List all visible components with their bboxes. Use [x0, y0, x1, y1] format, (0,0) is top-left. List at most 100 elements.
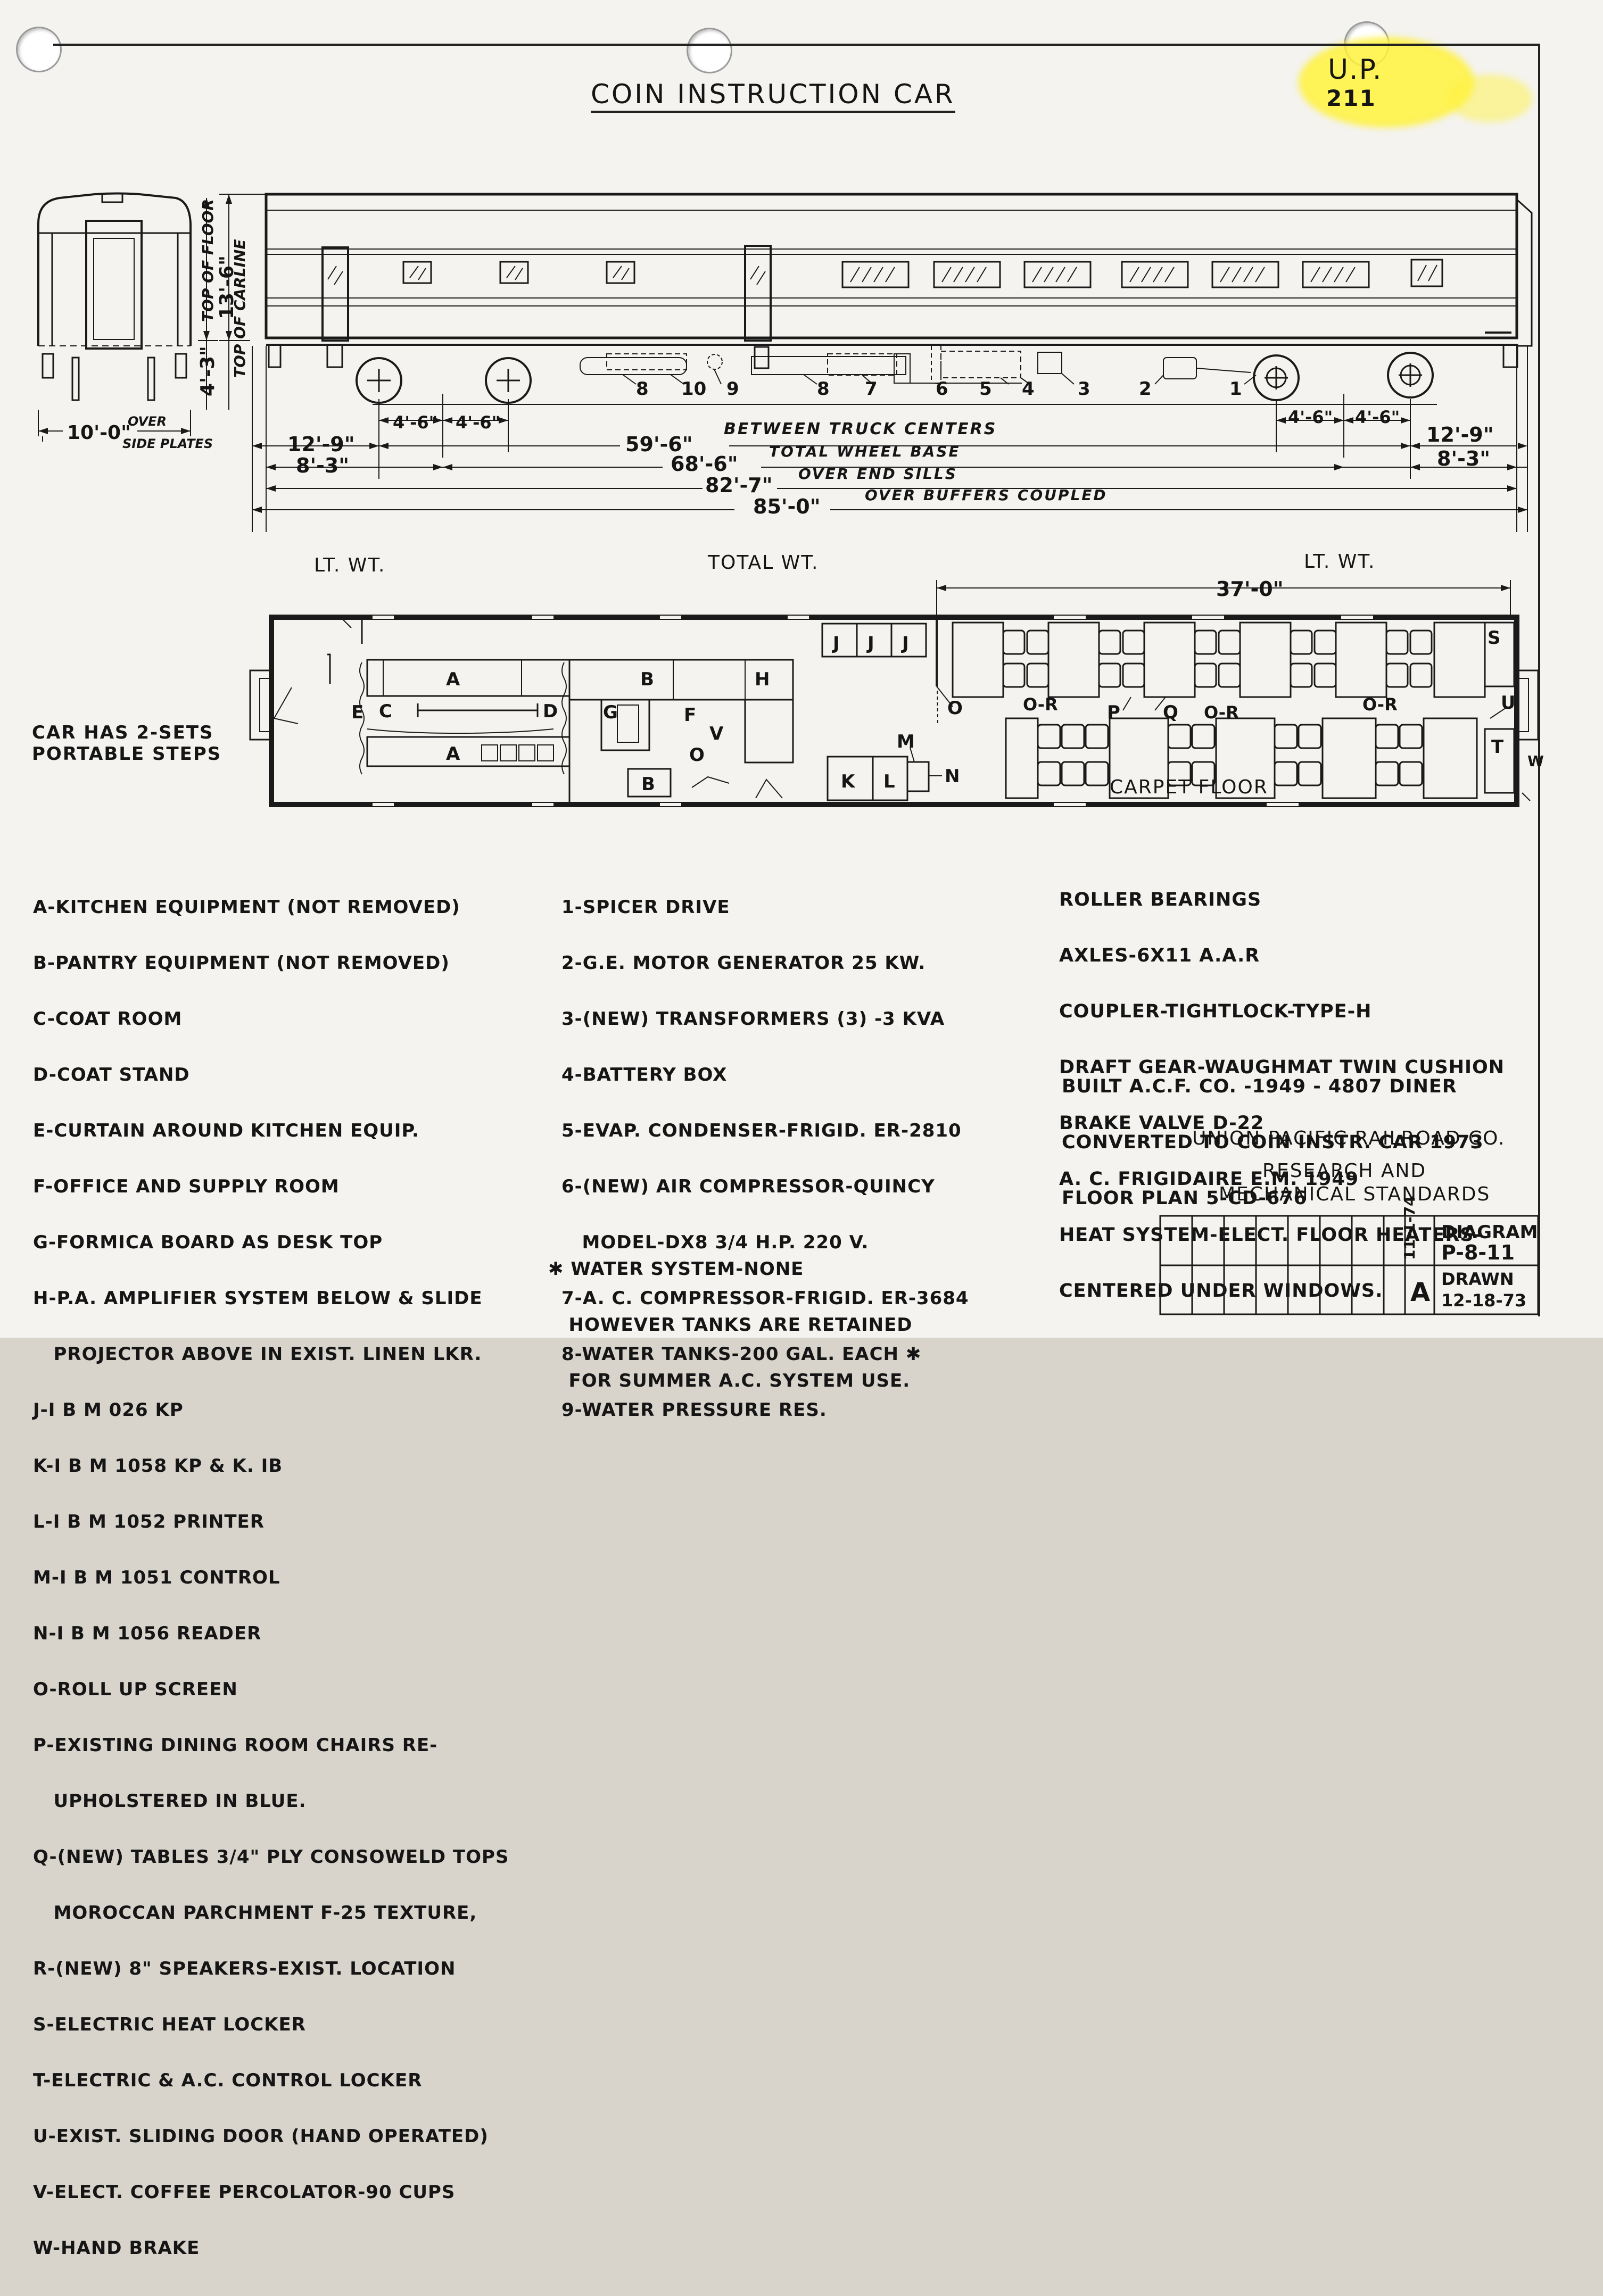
title-block-drawn-label: DRAWN: [1441, 1269, 1514, 1289]
callout-9: 9: [726, 378, 739, 400]
plan-label-w: W: [1527, 752, 1544, 770]
plan-label-s: S: [1488, 627, 1501, 649]
weight-left: LT. WT.: [314, 554, 386, 576]
floor-plan-drawing: 37'-0" A A C D E B B H G F V O J J J K L…: [249, 577, 1544, 807]
legend-s: S-ELECTRIC HEAT LOCKER: [33, 2014, 306, 2035]
end-view-height-carline: 13'-6": [216, 255, 238, 319]
dim-wheel-base-note: TOTAL WHEEL BASE: [769, 443, 961, 460]
title-block: 11-1-74 A DIAGRAM P-8-11 DRAWN 12-18-73: [1159, 1196, 1539, 1315]
dim-end-sills: 82'-7": [705, 474, 773, 497]
spec-ac: A. C. FRIGIDAIRE E.M. 1949: [1059, 1168, 1359, 1190]
sheet-id-line-1: U.P.: [1328, 54, 1383, 86]
carpet-floor-note: CARPET FLOOR: [1110, 776, 1268, 798]
dim-right-truck-end: 12'-9": [1426, 423, 1494, 446]
yellow-highlight-smear: [1448, 74, 1533, 122]
drawing-border: [53, 44, 1540, 1316]
legend-p-cont: UPHOLSTERED IN BLUE.: [33, 1791, 307, 1812]
plan-label-q: Q: [1163, 702, 1178, 723]
spec-draft-gear: DRAFT GEAR-WAUGHMAT TWIN CUSHION: [1059, 1057, 1505, 1078]
plan-label-or-3: O-R: [1362, 694, 1398, 715]
legend-o: O-ROLL UP SCREEN: [33, 1679, 238, 1700]
end-view-height-floor-note: TOP OF FLOOR: [199, 199, 217, 322]
plan-label-b-top: B: [640, 669, 654, 690]
legend-u: U-EXIST. SLIDING DOOR (HAND OPERATED): [33, 2126, 489, 2147]
plan-label-g: G: [603, 702, 618, 723]
legend-p: P-EXISTING DINING ROOM CHAIRS RE-: [33, 1735, 438, 1756]
callout-3: 3: [1078, 378, 1090, 400]
legend-a: A-KITCHEN EQUIPMENT (NOT REMOVED): [33, 897, 460, 918]
build-line-2: CONVERTED TO COIN INSTR. CAR 1973: [1062, 1132, 1484, 1153]
dim-truck-centers: 59'-6": [625, 433, 693, 456]
legend-f: F-OFFICE AND SUPPLY ROOM: [33, 1176, 340, 1197]
plan-label-p: P: [1107, 702, 1120, 723]
dining-bottom-row: [1005, 717, 1515, 799]
underfloor-equipment: [580, 346, 1257, 385]
legend-7: 7-A. C. COMPRESSOR-FRIGID. ER-3684: [561, 1288, 969, 1309]
title-block-diagram-value: P-8-11: [1441, 1241, 1515, 1264]
plan-label-e: E: [351, 702, 363, 723]
legend-c: C-COAT ROOM: [33, 1008, 183, 1030]
callout-7: 7: [865, 378, 878, 400]
plan-label-b-bottom: B: [641, 774, 655, 795]
legend-l: L-I B M 1052 PRINTER: [33, 1511, 265, 1532]
plan-label-a-top: A: [446, 669, 460, 690]
plan-label-t: T: [1491, 736, 1504, 758]
legend-k: K-I B M 1058 KP & K. IB: [33, 1455, 283, 1477]
legend-m: M-I B M 1051 CONTROL: [33, 1567, 280, 1588]
callout-8b: 8: [817, 378, 830, 400]
spec-heat: HEAT SYSTEM-ELECT. FLOOR HEATERS-: [1059, 1224, 1483, 1246]
dim-wheel-base: 68'-6": [671, 452, 738, 476]
plan-label-j3: J: [901, 633, 909, 654]
plan-label-j2: J: [866, 633, 874, 654]
legend-6-cont: MODEL-DX8 3/4 H.P. 220 V.: [561, 1232, 869, 1253]
plan-label-m: M: [897, 731, 915, 752]
spec-bearings: ROLLER BEARINGS: [1059, 889, 1262, 910]
dim-left-axle-1: 4'-6": [393, 412, 437, 433]
portable-steps-note-2: PORTABLE STEPS: [32, 743, 222, 765]
end-view-width-note-2: SIDE PLATES: [122, 436, 213, 451]
weight-right: LT. WT.: [1304, 551, 1376, 573]
legend-h: H-P.A. AMPLIFIER SYSTEM BELOW & SLIDE: [33, 1288, 483, 1309]
plan-label-o-office: O: [689, 744, 705, 766]
callout-5: 5: [979, 378, 992, 400]
company-dept-2: MECHANICAL STANDARDS: [1219, 1183, 1491, 1205]
dim-truck-centers-note: BETWEEN TRUCK CENTERS: [724, 420, 997, 438]
sheet-id-line-2: 211: [1326, 85, 1376, 111]
legend-1: 1-SPICER DRIVE: [561, 897, 730, 918]
end-view: [37, 192, 277, 436]
legend-h-cont: PROJECTOR ABOVE IN EXIST. LINEN LKR.: [33, 1344, 482, 1365]
legend-q-cont: MOROCCAN PARCHMENT F-25 TEXTURE,: [33, 1902, 477, 1924]
build-history: BUILT A.C.F. CO. -1949 - 4807 DINER CONV…: [1062, 1040, 1484, 1245]
car-side-elevation: [265, 193, 1533, 404]
title-block-date: 11-1-74: [1401, 1196, 1418, 1260]
plan-label-a-bottom: A: [446, 743, 460, 765]
legend-4: 4-BATTERY BOX: [561, 1064, 728, 1085]
title-block-drawn-value: 12-18-73: [1441, 1290, 1526, 1311]
legend-g: G-FORMICA BOARD AS DESK TOP: [33, 1232, 383, 1253]
dim-buffers: 85'-0": [753, 495, 821, 518]
legend-2: 2-G.E. MOTOR GENERATOR 25 KW.: [561, 952, 926, 974]
callout-1: 1: [1229, 378, 1242, 400]
dim-end-sills-note: OVER END SILLS: [798, 465, 957, 483]
weight-total: TOTAL WT.: [708, 552, 819, 574]
legend-w: W-HAND BRAKE: [33, 2237, 200, 2259]
build-line-1: BUILT A.C.F. CO. -1949 - 4807 DINER: [1062, 1076, 1457, 1097]
company-name: UNION PACIFIC RAILROAD CO.: [1192, 1128, 1506, 1149]
end-view-height-floor: 4'-3": [197, 346, 219, 396]
dim-left-axle-2: 4'-6": [456, 412, 500, 433]
plan-label-d: D: [543, 701, 558, 722]
plan-label-k: K: [841, 771, 856, 792]
callout-2: 2: [1139, 378, 1152, 400]
dim-left-wheel-end: 8'-3": [296, 454, 349, 477]
plan-label-or-1: O-R: [1023, 694, 1058, 715]
title-block-diagram-label: DIAGRAM: [1441, 1222, 1538, 1243]
plan-label-v: V: [709, 723, 724, 744]
plan-label-n: N: [945, 766, 960, 787]
yellow-highlight-mark: [1299, 37, 1474, 128]
dim-dining-length: 37'-0": [1216, 577, 1284, 601]
callout-10: 10: [681, 378, 706, 400]
legend-d: D-COAT STAND: [33, 1064, 190, 1085]
dim-right-wheel-end: 8'-3": [1437, 447, 1490, 470]
elevation-drawing: 4'-3" TOP OF FLOOR 13'-6" TOP OF CARLINE…: [37, 192, 1533, 532]
